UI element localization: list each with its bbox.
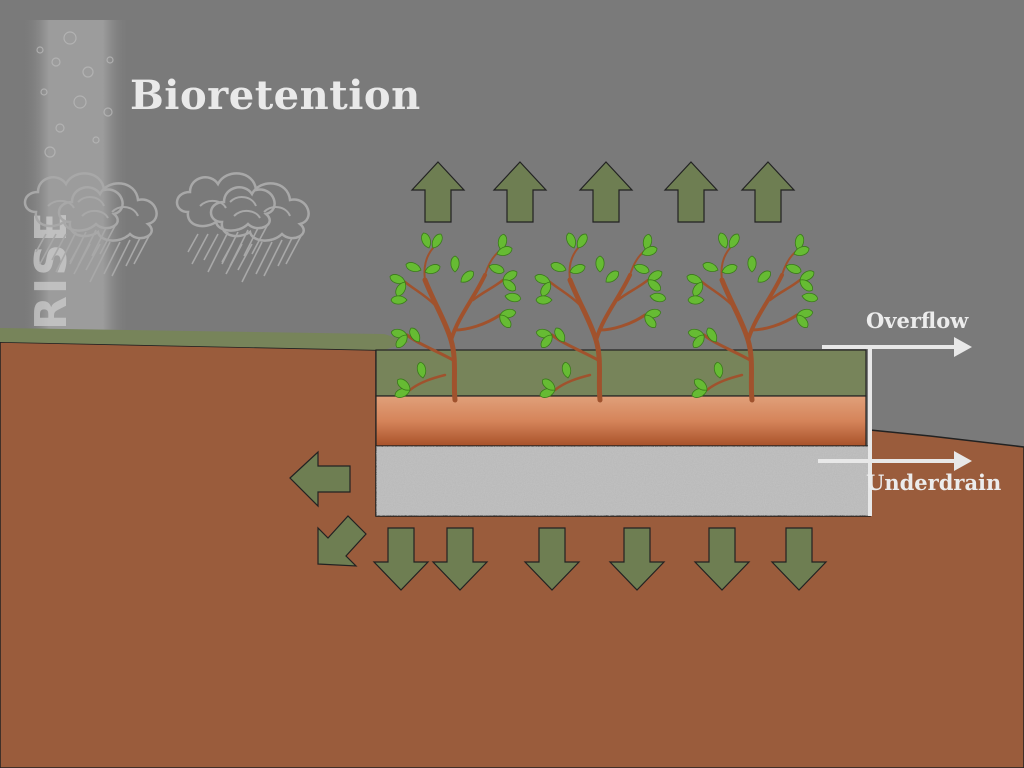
left-arrow-icon	[289, 450, 367, 567]
underdrain-arrowhead	[954, 451, 972, 471]
logo-text: RISE	[26, 210, 77, 330]
overflow-label: Overflow	[866, 308, 969, 333]
diagram-title: Bioretention	[130, 72, 421, 119]
down-arrow-icon	[372, 527, 828, 591]
vegetation-layer	[375, 349, 867, 397]
sand-layer	[375, 395, 867, 447]
up-arrow-icon	[410, 161, 796, 223]
overflow-pipe	[822, 345, 960, 516]
underdrain-label: Underdrain	[866, 470, 1002, 495]
overflow-arrowhead	[954, 337, 972, 357]
grass-surface	[0, 328, 410, 350]
